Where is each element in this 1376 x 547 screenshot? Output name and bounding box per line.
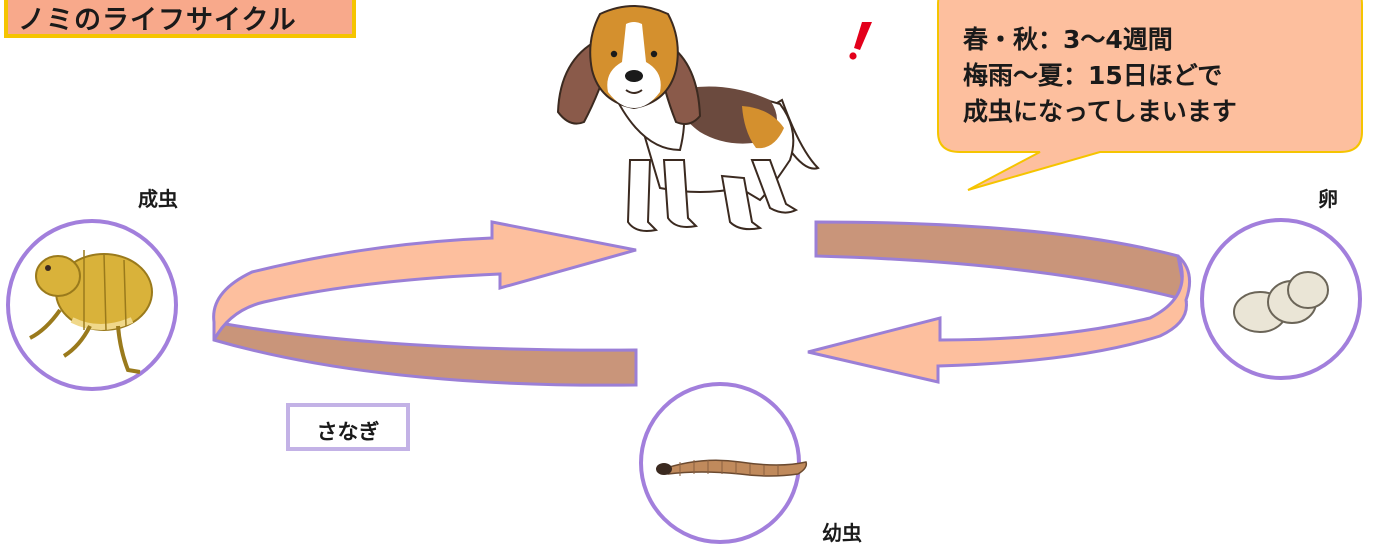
pupa-label: さなぎ: [290, 416, 406, 446]
diagram-title: ノミのライフサイクル: [18, 0, 297, 37]
left-arrow-back: [214, 322, 636, 385]
bubble-line: 成虫になってしまいます: [963, 94, 1237, 130]
bubble-line: 梅雨〜夏：15日ほどで: [963, 58, 1237, 94]
larva-label: 幼虫: [822, 517, 862, 546]
bubble-line: 春・秋：3〜4週間: [963, 22, 1237, 58]
dog-illustration: [558, 6, 818, 231]
left-arrow-front: [214, 222, 636, 340]
adult-label: 成虫: [138, 183, 178, 212]
right-arrow-back: [816, 222, 1186, 300]
speech-bubble-text: 春・秋：3〜4週間 梅雨〜夏：15日ほどで 成虫になってしまいます: [963, 22, 1237, 130]
eggs-illustration: [1202, 220, 1360, 378]
exclamation-icon: [849, 22, 872, 60]
egg-label: 卵: [1318, 183, 1338, 212]
pupa-box: さなぎ: [286, 403, 410, 451]
larva-illustration: [641, 384, 806, 542]
flea-illustration: [8, 221, 176, 389]
title-box: ノミのライフサイクル: [4, 0, 356, 38]
